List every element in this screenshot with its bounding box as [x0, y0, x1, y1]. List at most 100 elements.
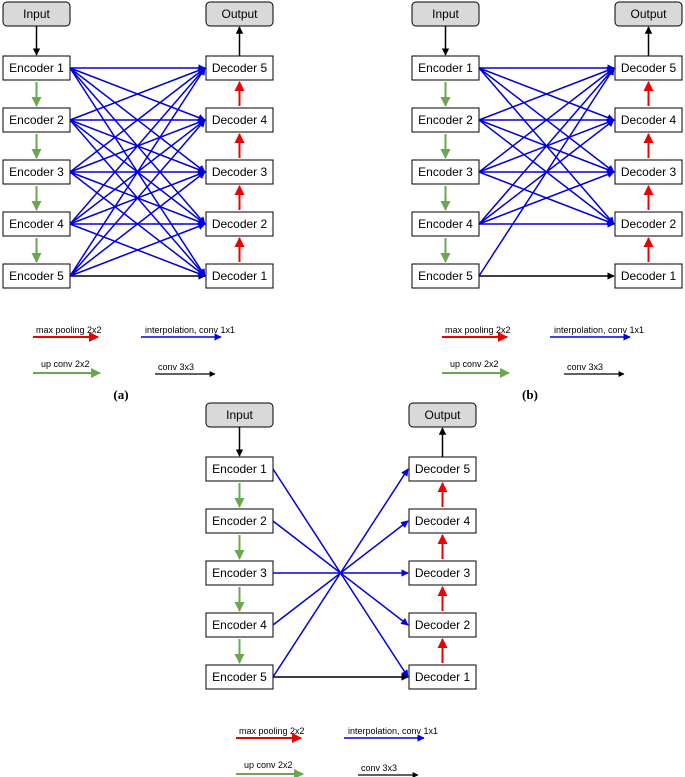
- panel-2-input-box: Input: [205, 402, 274, 428]
- panel-1-legend-up-conv-label: up conv 2x2: [450, 359, 499, 369]
- panel-1-caption: (b): [522, 387, 538, 402]
- panel-2-encoder-3: Encoder 3: [205, 560, 274, 586]
- panel-0-decoder-2: Decoder 2: [205, 211, 274, 237]
- panel-2-decoder-3-label: Decoder 3: [415, 566, 471, 580]
- panel-1-encoder-2-label: Encoder 2: [418, 113, 473, 127]
- panel-0-encoder-4-label: Encoder 4: [9, 217, 64, 231]
- panel-0-decoder-5: Decoder 5: [205, 55, 274, 81]
- panel-2-decoder-5-label: Decoder 5: [415, 462, 471, 476]
- panel-1-decoder-3-label: Decoder 3: [621, 165, 677, 179]
- panel-1-output-box-label: Output: [630, 7, 667, 21]
- panel-2-input-box-label: Input: [226, 408, 253, 422]
- panel-0-encoder-3: Encoder 3: [2, 159, 71, 185]
- panel-1-output-box: Output: [614, 1, 683, 27]
- panel-0-interp-link: [69, 119, 206, 277]
- panel-1-encoder-5-label: Encoder 5: [418, 269, 473, 283]
- panel-1-encoder-3-label: Encoder 3: [418, 165, 473, 179]
- panel-1-interp-link: [478, 67, 615, 277]
- panel-0-output-box: Output: [205, 1, 274, 27]
- panel-0-encoder-4: Encoder 4: [2, 211, 71, 237]
- panel-0-legend-interpolation-label: interpolation, conv 1x1: [145, 325, 235, 335]
- panel-1-encoder-1: Encoder 1: [411, 55, 480, 81]
- panel-1-decoder-4-label: Decoder 4: [621, 113, 677, 127]
- panel-0-decoder-1-label: Decoder 1: [212, 269, 268, 283]
- panel-2-legend-up-conv-label: up conv 2x2: [244, 760, 293, 770]
- panel-0-encoder-1-label: Encoder 1: [9, 61, 64, 75]
- panel-0-encoder-5: Encoder 5: [2, 263, 71, 289]
- panel-1-decoder-5-label: Decoder 5: [621, 61, 677, 75]
- panel-1-decoder-1: Decoder 1: [614, 263, 683, 289]
- panel-2-decoder-1-label: Decoder 1: [415, 670, 471, 684]
- panel-2-legend-interpolation-label: interpolation, conv 1x1: [348, 726, 438, 736]
- panel-2-legend-conv-label: conv 3x3: [361, 763, 397, 773]
- panel-1-input-box-label: Input: [432, 7, 459, 21]
- panel-0-encoder-3-label: Encoder 3: [9, 165, 64, 179]
- panel-2-legend-max-pooling-label: max pooling 2x2: [239, 726, 305, 736]
- panel-2-encoder-4: Encoder 4: [205, 612, 274, 638]
- panel-1-decoder-2-label: Decoder 2: [621, 217, 677, 231]
- panel-0-encoder-2-label: Encoder 2: [9, 113, 64, 127]
- panel-1-encoder-5: Encoder 5: [411, 263, 480, 289]
- panel-1-decoder-5: Decoder 5: [614, 55, 683, 81]
- panel-1-encoder-3: Encoder 3: [411, 159, 480, 185]
- panel-2-decoder-5: Decoder 5: [408, 456, 477, 482]
- panel-1-decoder-4: Decoder 4: [614, 107, 683, 133]
- panel-2-encoder-2-label: Encoder 2: [212, 514, 267, 528]
- panel-0-interp-link: [69, 67, 206, 173]
- panel-0-decoder-5-label: Decoder 5: [212, 61, 268, 75]
- panel-2-encoder-4-label: Encoder 4: [212, 618, 267, 632]
- panel-1-decoder-1-label: Decoder 1: [621, 269, 677, 283]
- panel-0-interp-link: [69, 222, 206, 277]
- panel-0-legend-max-pooling-label: max pooling 2x2: [36, 325, 102, 335]
- panel-0-decoder-4: Decoder 4: [205, 107, 274, 133]
- panel-2-output-box-label: Output: [424, 408, 461, 422]
- panel-0-output-box-label: Output: [221, 7, 258, 21]
- panel-1-input-box: Input: [411, 1, 480, 27]
- panel-2-decoder-1: Decoder 1: [408, 664, 477, 690]
- panel-1-encoder-4-label: Encoder 4: [418, 217, 473, 231]
- panel-1-interp-link: [478, 66, 615, 121]
- panel-0-interp-link: [69, 67, 206, 277]
- panel-2-encoder-1-label: Encoder 1: [212, 462, 267, 476]
- panel-0-legend-up-conv-label: up conv 2x2: [41, 359, 90, 369]
- panel-0-decoder-3: Decoder 3: [205, 159, 274, 185]
- panel-2-output-box: Output: [408, 402, 477, 428]
- panel-1-legend-max-pooling-label: max pooling 2x2: [445, 325, 511, 335]
- panel-0-legend-conv-label: conv 3x3: [158, 362, 194, 372]
- panel-1-interp-link: [478, 67, 615, 225]
- panel-2-encoder-5-label: Encoder 5: [212, 670, 267, 684]
- panel-1-decoder-2: Decoder 2: [614, 211, 683, 237]
- panel-2-interp-link: [272, 468, 409, 678]
- panel-2-decoder-3: Decoder 3: [408, 560, 477, 586]
- panel-2-encoder-5: Encoder 5: [205, 664, 274, 690]
- panel-1-decoder-3: Decoder 3: [614, 159, 683, 185]
- panel-2-encoder-2: Encoder 2: [205, 508, 274, 534]
- panel-0-interp-link: [69, 171, 206, 277]
- panel-2-decoder-4: Decoder 4: [408, 508, 477, 534]
- panel-2-decoder-2-label: Decoder 2: [415, 618, 471, 632]
- panel-2-decoder-4-label: Decoder 4: [415, 514, 471, 528]
- panel-2-encoder-1: Encoder 1: [205, 456, 274, 482]
- panel-0-interp-link: [69, 67, 206, 225]
- panel-0-input-box-label: Input: [23, 7, 50, 21]
- panel-0-decoder-2-label: Decoder 2: [212, 217, 268, 231]
- panel-0-interp-link: [69, 66, 206, 121]
- panel-0-input-box: Input: [2, 1, 71, 27]
- panel-1-encoder-1-label: Encoder 1: [418, 61, 473, 75]
- panel-1-legend-interpolation-label: interpolation, conv 1x1: [554, 325, 644, 335]
- panel-0-encoder-1: Encoder 1: [2, 55, 71, 81]
- panel-0-caption: (a): [113, 387, 128, 402]
- panel-0-decoder-1: Decoder 1: [205, 263, 274, 289]
- panel-1-legend-conv-label: conv 3x3: [567, 362, 603, 372]
- panel-0-decoder-3-label: Decoder 3: [212, 165, 268, 179]
- panel-0-encoder-5-label: Encoder 5: [9, 269, 64, 283]
- panel-1-interp-link: [478, 67, 615, 173]
- panel-1-interp-link: [478, 170, 615, 225]
- panel-0-decoder-4-label: Decoder 4: [212, 113, 268, 127]
- panel-1-encoder-2: Encoder 2: [411, 107, 480, 133]
- panel-2-decoder-2: Decoder 2: [408, 612, 477, 638]
- panel-1-encoder-4: Encoder 4: [411, 211, 480, 237]
- panel-2-encoder-3-label: Encoder 3: [212, 566, 267, 580]
- panel-0-encoder-2: Encoder 2: [2, 107, 71, 133]
